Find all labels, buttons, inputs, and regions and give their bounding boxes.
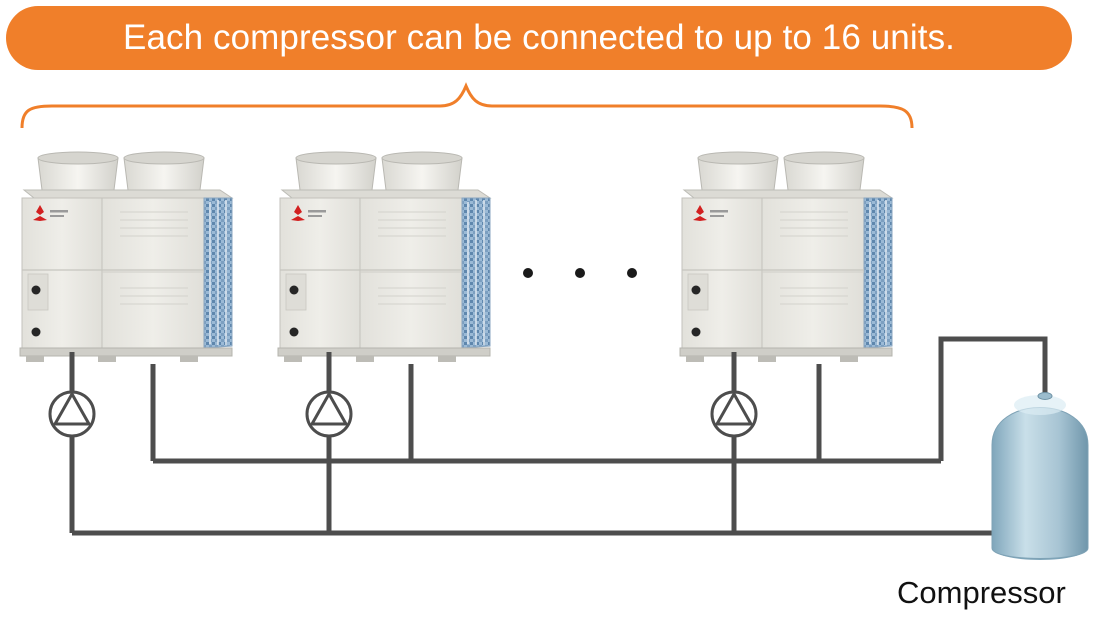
pump-icon — [305, 390, 353, 438]
outdoor-unit-3 — [679, 151, 893, 363]
group-brace — [20, 82, 914, 129]
compressor-tank — [991, 392, 1089, 560]
compressor-label: Compressor — [897, 575, 1066, 610]
banner-text: Each compressor can be connected to up t… — [123, 18, 955, 57]
outdoor-unit-2 — [277, 151, 491, 363]
pump-icon — [710, 390, 758, 438]
header-banner: Each compressor can be connected to up t… — [6, 6, 1072, 70]
pump-icon — [48, 390, 96, 438]
ellipsis-dots — [523, 268, 637, 278]
piping — [69, 336, 1048, 536]
outdoor-unit-1 — [19, 151, 233, 363]
